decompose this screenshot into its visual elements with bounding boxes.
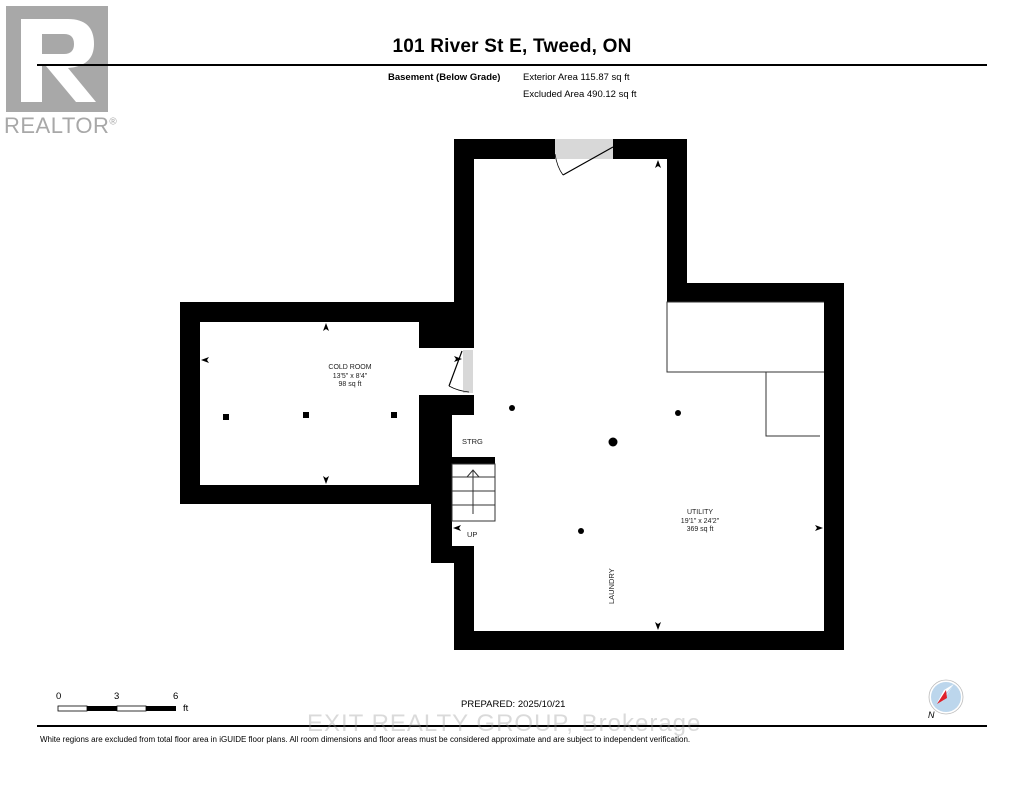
room-name: COLD ROOM: [328, 364, 372, 371]
realtor-r-icon: [6, 6, 108, 112]
realtor-logo: [6, 6, 108, 112]
laundry-label: LAUNDRY: [607, 568, 616, 604]
exterior-door: [554, 139, 614, 176]
room-cold-room: COLD ROOM 13'5" x 8'4" 98 sq ft: [310, 364, 390, 390]
disclaimer: White regions are excluded from total fl…: [40, 735, 691, 744]
utility-walls: [431, 139, 844, 650]
compass-north-label: N: [928, 710, 935, 720]
dimension-arrows: [201, 160, 823, 630]
stairs: [451, 457, 496, 522]
scale-tick-0: 0: [56, 691, 62, 702]
cold-room-walls: [180, 302, 470, 504]
storage-label: STRG: [462, 437, 483, 446]
room-dimensions: 13'5" x 8'4": [332, 372, 368, 380]
realtor-wordmark: REALTOR®: [4, 113, 118, 138]
brokerage-watermark: EXIT REALTY GROUP, Brokerage: [307, 710, 702, 737]
scale-unit: ft: [183, 703, 189, 714]
stairs-up-label: UP: [467, 530, 478, 539]
prepared-date: PREPARED: 2025/10/21: [461, 699, 566, 710]
room-name: UTILITY: [686, 509, 714, 516]
cold-room-door: [448, 350, 473, 393]
excluded-area: Excluded Area 490.12 sq ft: [523, 89, 637, 100]
header-divider: [37, 64, 987, 66]
floor-label: Basement (Below Grade): [388, 72, 501, 83]
posts: [223, 405, 681, 534]
exterior-area: Exterior Area 115.87 sq ft: [523, 72, 630, 83]
scale-tick-6: 6: [173, 691, 179, 702]
scale-tick-3: 3: [114, 691, 120, 702]
room-area: 98 sq ft: [338, 381, 362, 388]
compass-icon: [928, 679, 964, 715]
room-utility: UTILITY 19'1" x 24'2" 369 sq ft: [660, 509, 740, 535]
room-dimensions: 19'1" x 24'2": [680, 517, 720, 525]
room-area: 369 sq ft: [686, 526, 714, 533]
scale-bar: [57, 705, 176, 712]
page-title: 101 River St E, Tweed, ON: [392, 36, 632, 57]
footer-divider: [37, 725, 987, 727]
built-in-cabinets: [666, 301, 824, 437]
